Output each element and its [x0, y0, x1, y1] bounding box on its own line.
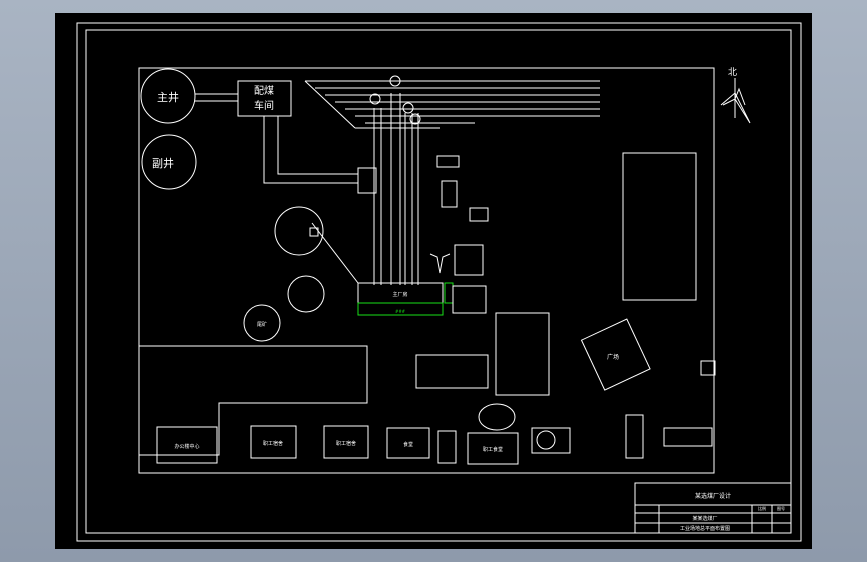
stepped-building[interactable] [139, 345, 368, 456]
main-shaft[interactable] [140, 68, 196, 124]
aux-shaft[interactable] [141, 134, 197, 190]
small-building-3[interactable] [469, 207, 489, 222]
pool-house[interactable] [531, 427, 571, 454]
office-c[interactable] [323, 425, 369, 459]
small-building-1[interactable] [436, 155, 460, 168]
selected-plant-side[interactable] [444, 282, 454, 304]
svg-text:###: ### [395, 309, 406, 314]
site-plan-drawing: 主井 副井 配煤 车间 主厂房 ### [76, 22, 802, 542]
conveyor-bundle [311, 93, 419, 285]
office-b[interactable] [250, 425, 297, 459]
title-scale: 比例 [758, 505, 766, 511]
square[interactable] [580, 318, 651, 391]
title-name-1: 某某选煤厂 [692, 515, 717, 522]
office-e[interactable] [437, 430, 457, 464]
title-name-2: 工业场地总平面布置图 [680, 525, 730, 532]
selected-plant-extension[interactable] [357, 302, 444, 316]
coal-dist-label-2: 车间 [254, 99, 274, 112]
gate[interactable] [663, 427, 713, 447]
water-tank[interactable] [478, 403, 516, 431]
aux-shaft-label: 副井 [152, 156, 174, 170]
main-plant-label: 主厂房 [392, 291, 407, 298]
north-label: 北 [728, 67, 737, 78]
office-b-label: 职工宿舍 [263, 440, 283, 447]
transfer-station[interactable] [357, 167, 377, 194]
office-c-label: 职工宿舍 [336, 440, 356, 447]
coal-dist-label-1: 配煤 [254, 84, 274, 97]
title-sheet: 图号 [777, 505, 785, 511]
office-d[interactable] [386, 427, 430, 459]
rail-yard [304, 75, 600, 129]
square-label: 广场 [607, 353, 619, 361]
outer-frame [76, 22, 802, 542]
thickener-1[interactable] [274, 206, 324, 256]
auxiliary-building[interactable] [452, 285, 487, 314]
store[interactable] [625, 414, 644, 459]
tailing-tank[interactable] [243, 304, 281, 342]
north-arrow [720, 78, 751, 124]
cad-viewport[interactable]: 主井 副井 配煤 车间 主厂房 ### [55, 13, 812, 549]
office-a-label: 办公楼中心 [174, 443, 199, 450]
middle-building[interactable] [415, 354, 489, 389]
thickener-2[interactable] [287, 275, 325, 313]
site-boundary [138, 67, 715, 474]
office-d-label: 食堂 [403, 441, 413, 448]
tailing-label: 尾矿 [257, 321, 267, 328]
office-f[interactable] [467, 432, 519, 465]
inner-frame [85, 29, 792, 534]
main-shaft-label: 主井 [157, 90, 179, 104]
small-building-4[interactable] [454, 244, 484, 276]
warehouse[interactable] [495, 312, 550, 396]
coal-storage-yard[interactable] [622, 152, 697, 301]
title-project: 某选煤厂设计 [695, 492, 731, 500]
gate-house[interactable] [700, 360, 716, 376]
office-f-label: 职工食堂 [483, 446, 503, 453]
office-a[interactable] [156, 426, 218, 464]
title-block [634, 482, 792, 534]
small-building-2[interactable] [441, 180, 458, 208]
